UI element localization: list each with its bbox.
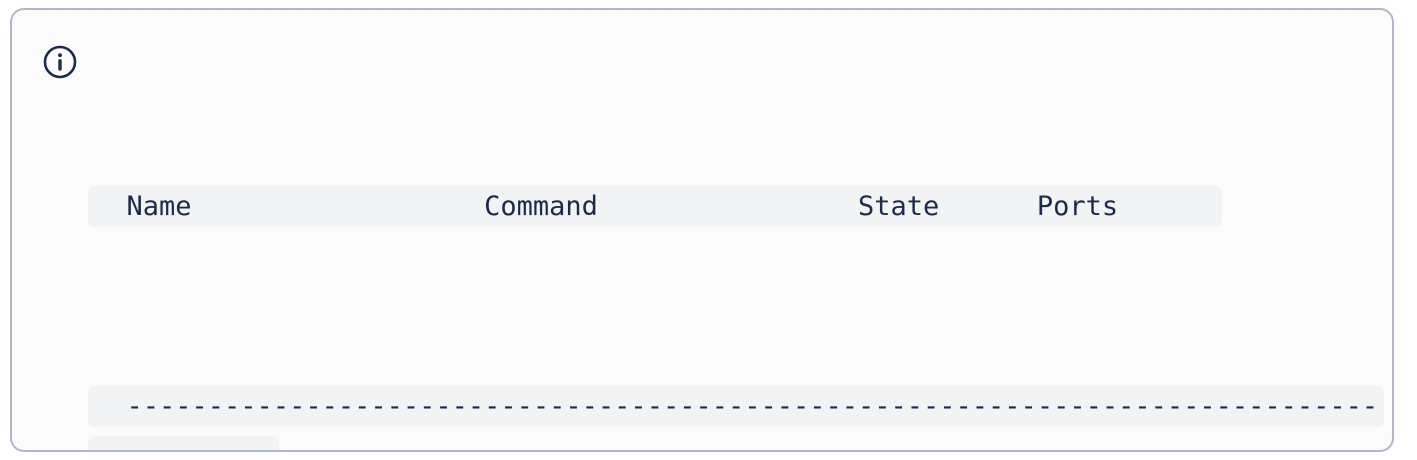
console-output[interactable]: Name Command State Ports ---------------… xyxy=(88,32,1388,450)
console-header-text: Name Command State Ports xyxy=(88,186,1222,227)
console-output-card: Name Command State Ports ---------------… xyxy=(10,8,1394,452)
console-separator-row: ----------------------------------------… xyxy=(88,382,1388,450)
console-header-row: Name Command State Ports xyxy=(88,182,1388,232)
console-separator-text: ----------------------------------------… xyxy=(88,386,1385,450)
info-circle-icon xyxy=(40,42,80,82)
